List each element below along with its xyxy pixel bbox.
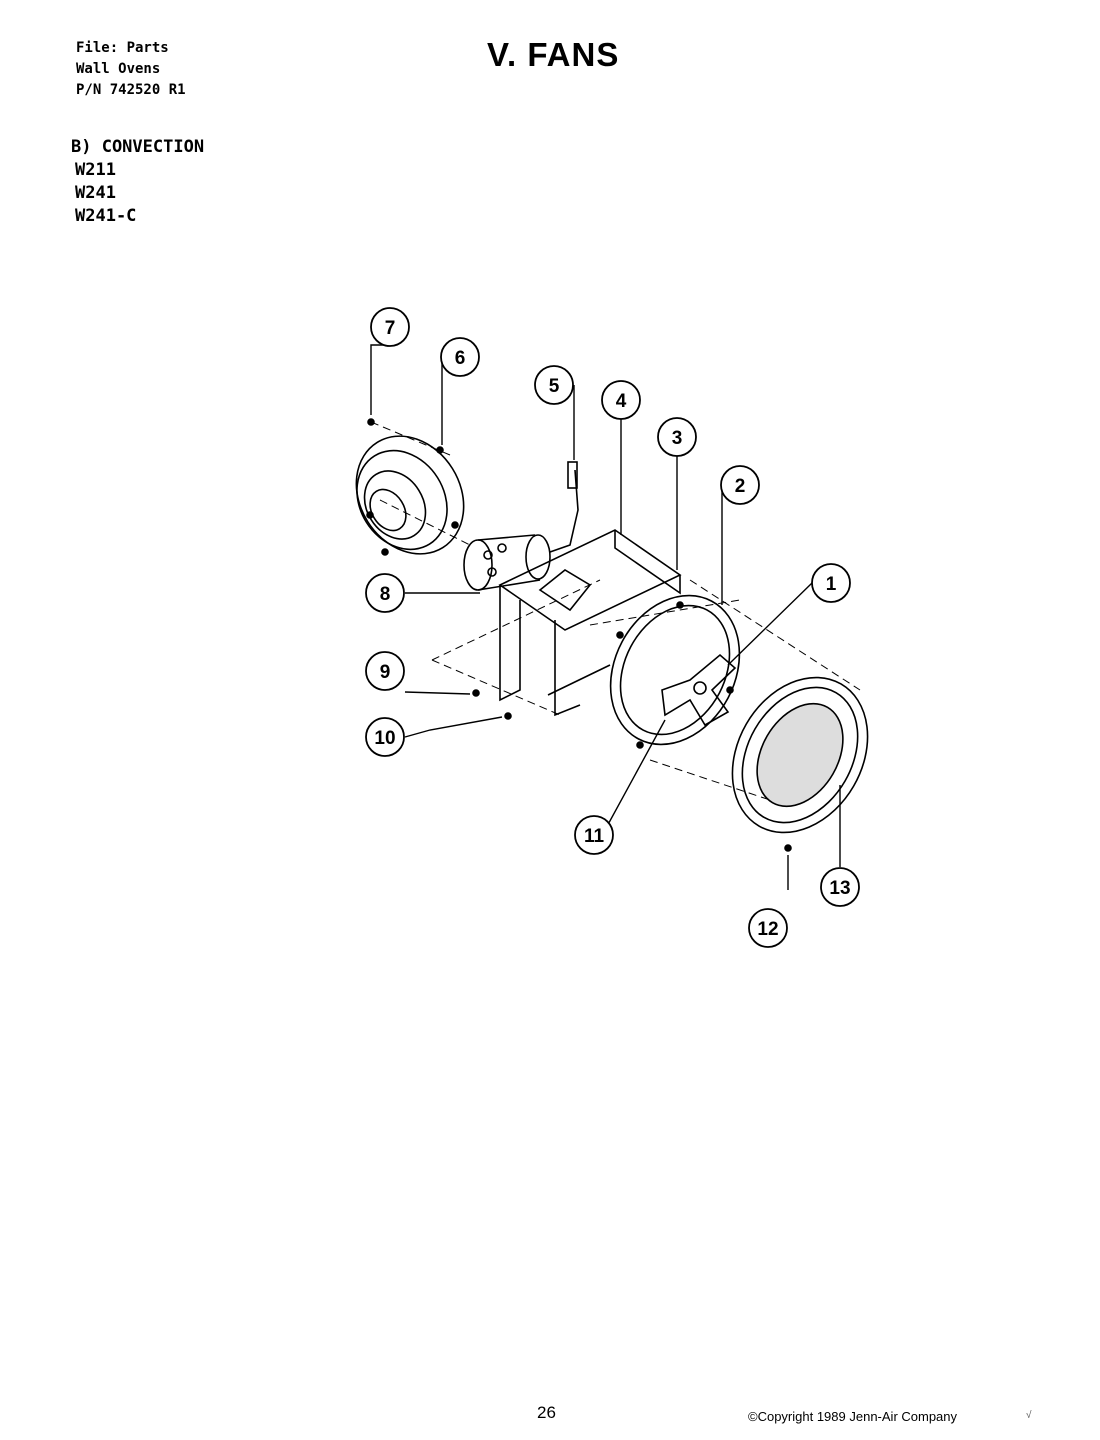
screw-part bbox=[504, 712, 512, 720]
callout-8 bbox=[365, 573, 405, 613]
back-cover-part bbox=[355, 435, 465, 556]
leader-lines bbox=[370, 344, 841, 890]
callout-label: 6 bbox=[455, 348, 466, 369]
callout-label: 11 bbox=[584, 826, 605, 847]
callout-label: 13 bbox=[829, 878, 850, 899]
callout-label: 12 bbox=[757, 919, 778, 940]
callout-label: 2 bbox=[735, 476, 746, 497]
model-list: W211 W241 W241-C bbox=[75, 159, 204, 228]
copyright-notice: ©Copyright 1989 Jenn-Air Company bbox=[748, 1409, 958, 1424]
assembly-lines bbox=[370, 421, 861, 801]
callout-5 bbox=[534, 365, 574, 405]
callout-11 bbox=[574, 815, 614, 855]
page-number: 26 bbox=[537, 1403, 556, 1422]
check-mark: √ bbox=[1026, 1410, 1032, 1421]
callout-9 bbox=[365, 651, 405, 691]
front-grille-part bbox=[731, 676, 869, 834]
section-heading: B) CONVECTION bbox=[71, 137, 205, 157]
motor-part bbox=[463, 461, 579, 591]
callout-2 bbox=[720, 465, 760, 505]
callout-1 bbox=[811, 563, 851, 603]
model-item: W211 bbox=[75, 160, 116, 180]
product-line: Wall Ovens bbox=[76, 61, 161, 77]
callout-12 bbox=[748, 908, 788, 948]
callout-4 bbox=[601, 380, 641, 420]
callout-6 bbox=[440, 337, 480, 377]
callout-label: 10 bbox=[374, 728, 395, 749]
callout-13 bbox=[820, 867, 860, 907]
callout-label: 3 bbox=[672, 428, 683, 449]
callout-label: 4 bbox=[616, 391, 627, 412]
file-header: File: Parts Wall Ovens P/N 742520 R1 bbox=[76, 38, 186, 101]
callout-label: 8 bbox=[380, 584, 391, 605]
callout-label: 7 bbox=[385, 318, 396, 339]
bracket-part bbox=[498, 529, 682, 717]
part-number-line: P/N 742520 R1 bbox=[76, 82, 186, 98]
section-block: B) CONVECTION W211 W241 W241-C bbox=[71, 136, 204, 228]
callout-label: 9 bbox=[380, 662, 391, 683]
callout-3 bbox=[657, 417, 697, 457]
page-title: V. FANS bbox=[487, 36, 620, 73]
screw-part bbox=[784, 844, 792, 852]
model-item: W241-C bbox=[75, 206, 137, 226]
screw-part bbox=[472, 689, 480, 697]
fan-blade-part bbox=[661, 653, 737, 727]
callout-label: 5 bbox=[549, 376, 560, 397]
callout-label: 1 bbox=[826, 574, 837, 595]
model-item: W241 bbox=[75, 183, 116, 203]
mount-plate-part bbox=[609, 594, 741, 749]
callout-7 bbox=[370, 307, 410, 347]
file-line: File: Parts bbox=[76, 40, 169, 56]
callout-10 bbox=[365, 717, 405, 757]
